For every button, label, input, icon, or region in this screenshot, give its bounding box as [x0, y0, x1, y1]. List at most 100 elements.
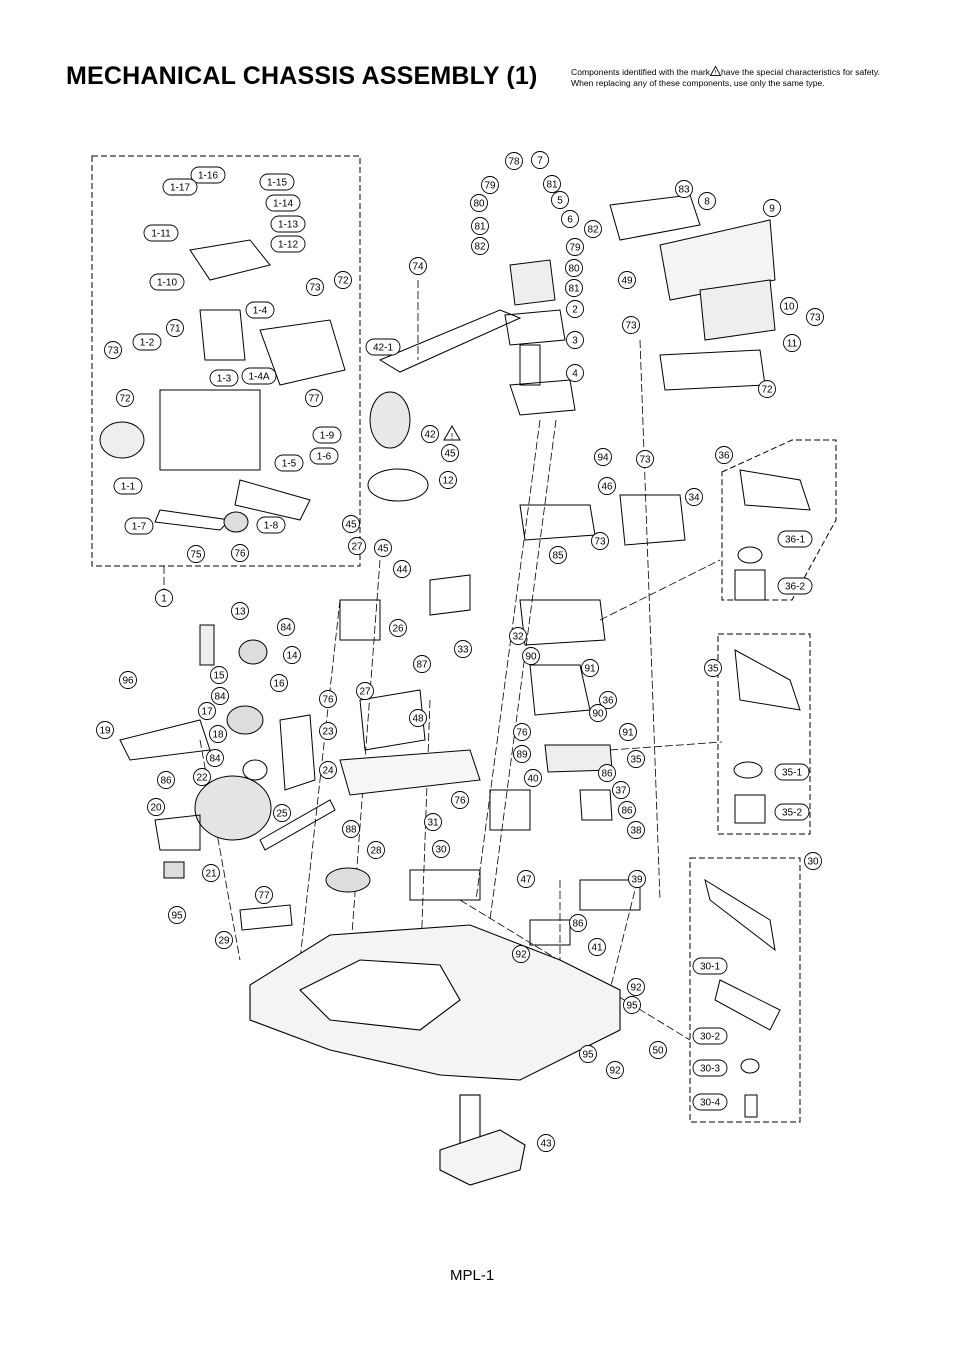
callout-83: 83	[675, 180, 693, 198]
callout-label: 11	[787, 339, 798, 350]
callout-label: 25	[276, 809, 288, 820]
callout-82: 82	[584, 220, 602, 238]
callout-82: 82	[471, 237, 489, 255]
callout-92: 92	[512, 945, 530, 963]
callout-30-1: 30-1	[692, 957, 728, 975]
callout-91: 91	[581, 659, 599, 677]
callout-1-1: 1-1	[113, 477, 143, 495]
callout-layer: 1-161-151-171-141-131-111-121-101-41-21-…	[96, 151, 824, 1152]
callout-42-1: 42-1	[365, 338, 401, 356]
callout-1-4A: 1-4A	[241, 367, 277, 385]
callout-86: 86	[157, 771, 175, 789]
callout-label: 81	[568, 284, 580, 295]
safety-note: Components identified with the mark!have…	[571, 66, 941, 89]
page-title: MECHANICAL CHASSIS ASSEMBLY (1)	[66, 62, 538, 90]
callout-label: 35	[707, 664, 719, 675]
callout-78: 78	[505, 152, 523, 170]
callout-label: 86	[572, 919, 584, 930]
callout-35-1: 35-1	[774, 763, 810, 781]
callout-80: 80	[565, 259, 583, 277]
callout-35: 35	[627, 750, 645, 768]
callout-label: 34	[688, 493, 700, 504]
callout-73: 73	[104, 341, 122, 359]
callout-label: 12	[442, 476, 454, 487]
callout-30: 30	[432, 840, 450, 858]
callout-label: 49	[621, 276, 633, 287]
callout-35: 35	[704, 659, 722, 677]
callout-label: 76	[516, 728, 528, 739]
callout-84: 84	[211, 687, 229, 705]
callout-73: 73	[806, 308, 824, 326]
callout-30-4: 30-4	[692, 1093, 728, 1111]
callout-label: 5	[557, 196, 563, 207]
callout-30-3: 30-3	[692, 1059, 728, 1077]
subassembly-box-35	[717, 633, 811, 835]
callout-77: 77	[305, 389, 323, 407]
callout-22: 22	[193, 768, 211, 786]
callout-1-17: 1-17	[162, 178, 198, 196]
callout-25: 25	[273, 804, 291, 822]
subassembly-box-36	[721, 439, 837, 601]
callout-label: 84	[209, 754, 221, 765]
callout-label: 44	[396, 565, 408, 576]
callout-label: 38	[630, 826, 642, 837]
callout-label: 75	[190, 550, 202, 561]
callout-label: 79	[569, 243, 581, 254]
callout-1-12: 1-12	[270, 235, 306, 253]
callout-label: 88	[345, 825, 357, 836]
callout-label: 1-7	[132, 522, 147, 533]
callout-label: 1-4A	[248, 372, 269, 383]
callout-label: 24	[322, 766, 334, 777]
callout-39: 39	[628, 870, 646, 888]
callout-label: 85	[552, 551, 564, 562]
callout-1-11: 1-11	[143, 224, 179, 242]
callout-79: 79	[566, 238, 584, 256]
callout-1-7: 1-7	[124, 517, 154, 535]
callout-label: 1-2	[140, 338, 155, 349]
callout-1-15: 1-15	[259, 173, 295, 191]
callout-label: 78	[508, 157, 520, 168]
callout-label: 42-1	[373, 343, 393, 354]
callout-95: 95	[579, 1045, 597, 1063]
callout-label: 7	[537, 156, 543, 167]
callout-81: 81	[565, 279, 583, 297]
callout-label: 35-2	[782, 808, 802, 819]
callout-label: 1-9	[320, 431, 335, 442]
callout-14: 14	[283, 646, 301, 664]
callout-77: 77	[255, 886, 273, 904]
callout-11: 11	[783, 334, 801, 352]
callout-1-3: 1-3	[209, 369, 239, 387]
callout-label: 80	[473, 199, 485, 210]
callout-90: 90	[589, 704, 607, 722]
callout-label: 45	[444, 449, 456, 460]
page-number: MPL-1	[450, 1267, 495, 1284]
callout-label: 16	[273, 679, 285, 690]
callout-label: 36	[602, 696, 614, 707]
callout-label: 8	[704, 197, 710, 208]
callout-label: 90	[525, 652, 537, 663]
callout-label: 29	[218, 936, 230, 947]
callout-label: 45	[377, 544, 389, 555]
callout-2: 2	[566, 300, 584, 318]
callout-label: 2	[572, 305, 578, 316]
callout-label: 84	[280, 623, 292, 634]
callout-label: 86	[601, 769, 613, 780]
callout-label: 90	[592, 709, 604, 720]
callout-1-9: 1-9	[312, 426, 342, 444]
callout-10: 10	[780, 297, 798, 315]
callout-label: 80	[568, 264, 580, 275]
callout-49: 49	[618, 271, 636, 289]
callout-36-2: 36-2	[777, 577, 813, 595]
callout-label: 1-8	[264, 521, 279, 532]
callout-36: 36	[599, 691, 617, 709]
callout-label: 87	[416, 660, 428, 671]
callout-21: 21	[202, 864, 220, 882]
callout-73: 73	[622, 316, 640, 334]
callout-76: 76	[319, 690, 337, 708]
callout-label: 1-16	[198, 171, 218, 182]
callout-label: 76	[454, 796, 466, 807]
main-chassis	[249, 924, 621, 1186]
callout-81: 81	[471, 217, 489, 235]
callout-1-10: 1-10	[149, 273, 185, 291]
